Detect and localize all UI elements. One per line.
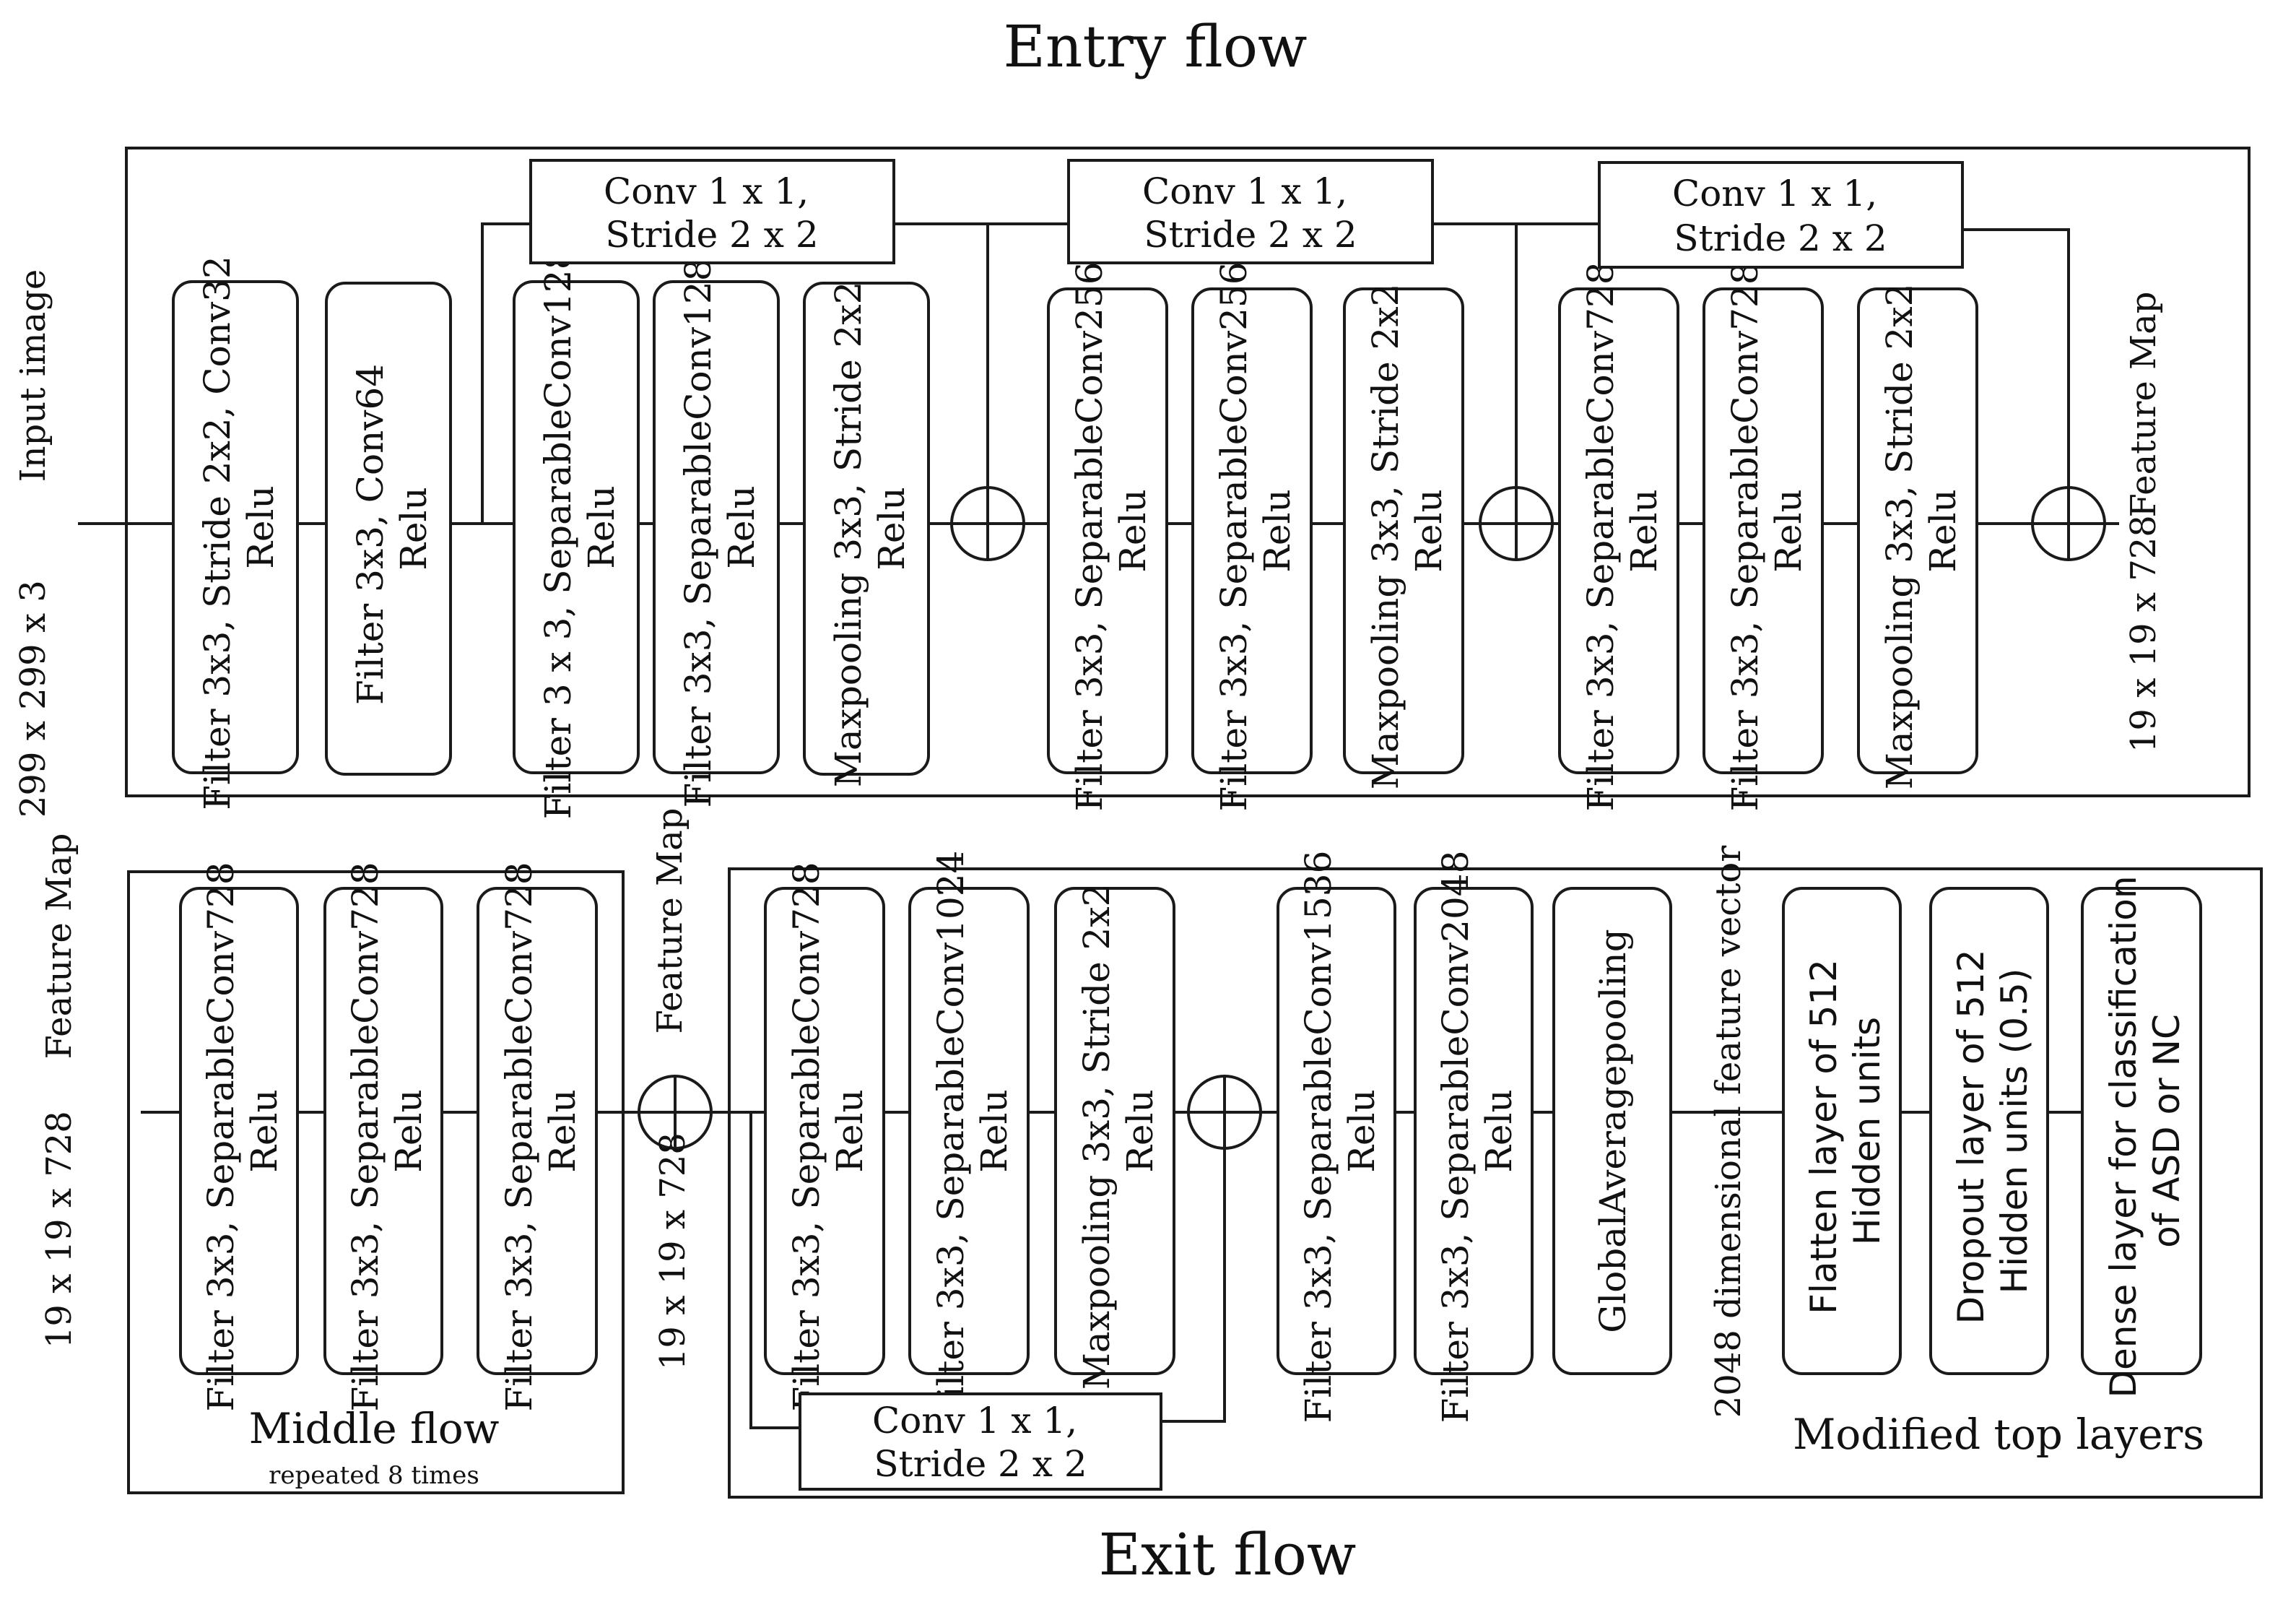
exit-block: Filter 3x3, SeparableConv2048 Relu (1414, 839, 1534, 1424)
middle-exit-wires (141, 1111, 2082, 1429)
entry-block: Filter 3 x 3, SeparableConv128 Relu (513, 235, 640, 820)
svg-text:Filter 3x3, SeparableConv728: Filter 3x3, SeparableConv728 Relu (344, 851, 430, 1412)
add-node (2031, 486, 2106, 561)
svg-text:Filter 3x3, SeparableConv1024: Filter 3x3, SeparableConv1024 Relu (930, 839, 1015, 1424)
svg-text:Filter 3x3, SeparableConv728: Filter 3x3, SeparableConv728 Relu (786, 851, 871, 1412)
svg-text:Filter 3x3, SeparableConv728: Filter 3x3, SeparableConv728 Relu (498, 851, 583, 1412)
svg-text:Maxpooling 3x3, Stride 2x2: Maxpooling 3x3, Stride 2x2 Relu (827, 270, 913, 788)
entry-block: Maxpooling 3x3, Stride 2x2 Relu (1857, 272, 1978, 790)
svg-text:Filter 3x3, SeparableConv1536: Filter 3x3, SeparableConv1536 Relu (1297, 839, 1383, 1424)
svg-text:Filter 3x3, SeparableConv256: Filter 3x3, SeparableConv256 Relu (1213, 251, 1298, 812)
middle-output-label: 19 x 19 x 728 Feature Map (650, 807, 693, 1370)
exit-block: Filter 3x3, SeparableConv728 Relu (764, 851, 885, 1412)
entry-block: Maxpooling 3x3, Stride 2x2 Relu (1343, 272, 1464, 790)
exit-block: Maxpooling 3x3, Stride 2x2 Relu (1054, 872, 1175, 1390)
entry-output-label: 19 x 19 x 728 Feature Map (2123, 291, 2164, 753)
svg-text:Conv 1 x 1, Stride 2 x 2: Conv 1 x 1, Stride 2 x 2 (1672, 173, 1889, 259)
entry-block: Maxpooling 3x3, Stride 2x2 Relu (803, 270, 930, 788)
middle-input-label: 19 x 19 x 728 Feature Map (39, 833, 79, 1348)
svg-text:Flatten layer of 512 Hid: Flatten layer of 512 Hidden units (1803, 948, 1888, 1314)
entry-skip-conv: Conv 1 x 1, Stride 2 x 2 (529, 159, 895, 264)
svg-text:Maxpooling 3x3, Stride 2x2: Maxpooling 3x3, Stride 2x2 Relu (1365, 272, 1450, 790)
entry-input-label: 299 x 299 x 3 Input image (13, 269, 53, 818)
add-node (1479, 486, 1554, 561)
entry-block: Filter 3x3, SeparableConv256 Relu (1047, 251, 1168, 812)
svg-text:Filter 3x3, SeparableConv2048: Filter 3x3, SeparableConv2048 Relu (1435, 839, 1520, 1424)
entry-skip-conv: Conv 1 x 1, Stride 2 x 2 (1598, 161, 1964, 269)
exit-skip-conv: Conv 1 x 1, Stride 2 x 2 (799, 1392, 1162, 1491)
entry-block: Filter 3x3, SeparableConv128 Relu (653, 247, 780, 808)
svg-text:Maxpooling 3x3, Stride 2x2: Maxpooling 3x3, Stride 2x2 Relu (1076, 872, 1161, 1390)
svg-text:Filter 3x3, SeparableConv728: Filter 3x3, SeparableConv728 Relu (1580, 251, 1665, 812)
svg-text:Dropout layer of 512 Hid: Dropout layer of 512 Hidden units (0.5) (1950, 938, 2035, 1325)
top-layer-block: Dense layer for classification of ASD or… (2081, 864, 2202, 1398)
svg-text:Dense layer for classification: Dense layer for classification of ASD or… (2103, 864, 2188, 1398)
exit-flow-title: Exit flow (1099, 1521, 1357, 1588)
middle-block: Filter 3x3, SeparableConv728 Relu (323, 851, 443, 1412)
add-node (950, 486, 1025, 561)
entry-flow-title: Entry flow (1004, 13, 1308, 80)
svg-text:Conv 1 x 1, Stride 2 x 2: Conv 1 x 1, Stride 2 x 2 (604, 170, 820, 256)
svg-text:Filter 3x3, Stride 2x2, Conv32: Filter 3x3, Stride 2x2, Conv32 Relu (196, 244, 282, 810)
svg-text:Filter 3x3, Conv64 Relu: Filter 3x3, Conv64 Relu (349, 352, 435, 705)
top-layer-block: Flatten layer of 512 Hidden units (1782, 887, 1902, 1375)
middle-block: Filter 3x3, SeparableConv728 Relu (179, 851, 299, 1412)
entry-block: Filter 3x3, Conv64 Relu (325, 282, 452, 776)
middle-flow-subtitle: repeated 8 times (269, 1461, 479, 1490)
svg-text:GlobalAveragepooling: GlobalAveragepooling (1592, 929, 1634, 1332)
exit-flow-frame (728, 867, 2263, 1499)
exit-block: Filter 3x3, SeparableConv1536 Relu (1277, 839, 1396, 1424)
svg-text:Filter 3x3, SeparableConv256: Filter 3x3, SeparableConv256 Relu (1069, 251, 1154, 812)
entry-flow-frame (125, 147, 2251, 797)
top-layers-title: Modified top layers (1793, 1410, 2204, 1459)
feature-vector-label: 2048 dimensional feature vector (1708, 846, 1749, 1418)
svg-text:Conv 1 x 1, Stride 2 x 2: Conv 1 x 1, Stride 2 x 2 (872, 1400, 1089, 1485)
entry-block: Filter 3x3, SeparableConv728 Relu (1558, 251, 1679, 812)
svg-text:Filter 3 x 3, SeparableConv128: Filter 3 x 3, SeparableConv128 Relu (537, 235, 622, 820)
top-layer-block: Dropout layer of 512 Hidden units (0.5) (1929, 887, 2049, 1375)
svg-text:Filter 3x3, SeparableConv728: Filter 3x3, SeparableConv728 Relu (200, 851, 285, 1412)
svg-text:Maxpooling 3x3, Stride 2x2: Maxpooling 3x3, Stride 2x2 Relu (1879, 272, 1964, 790)
exit-block: GlobalAveragepooling (1552, 887, 1672, 1375)
add-node (1187, 1075, 1262, 1150)
exit-block: Filter 3x3, SeparableConv1024 Relu (908, 839, 1030, 1424)
svg-text:Filter 3x3, SeparableConv728: Filter 3x3, SeparableConv728 Relu (1724, 251, 1809, 812)
entry-block: Filter 3x3, SeparableConv728 Relu (1703, 251, 1824, 812)
svg-text:Filter 3x3, SeparableConv128: Filter 3x3, SeparableConv128 Relu (677, 247, 762, 808)
svg-text:Conv 1 x 1, Stride 2 x 2: Conv 1 x 1, Stride 2 x 2 (1142, 170, 1359, 256)
entry-skip-conv: Conv 1 x 1, Stride 2 x 2 (1067, 159, 1434, 264)
entry-flow-wires (78, 222, 2119, 525)
middle-flow-frame (127, 870, 625, 1494)
add-node (638, 1075, 713, 1150)
middle-flow-title: Middle flow (249, 1404, 500, 1453)
entry-block: Filter 3x3, Stride 2x2, Conv32 Relu (172, 244, 299, 810)
middle-block: Filter 3x3, SeparableConv728 Relu (477, 851, 598, 1412)
entry-block: Filter 3x3, SeparableConv256 Relu (1191, 251, 1313, 812)
